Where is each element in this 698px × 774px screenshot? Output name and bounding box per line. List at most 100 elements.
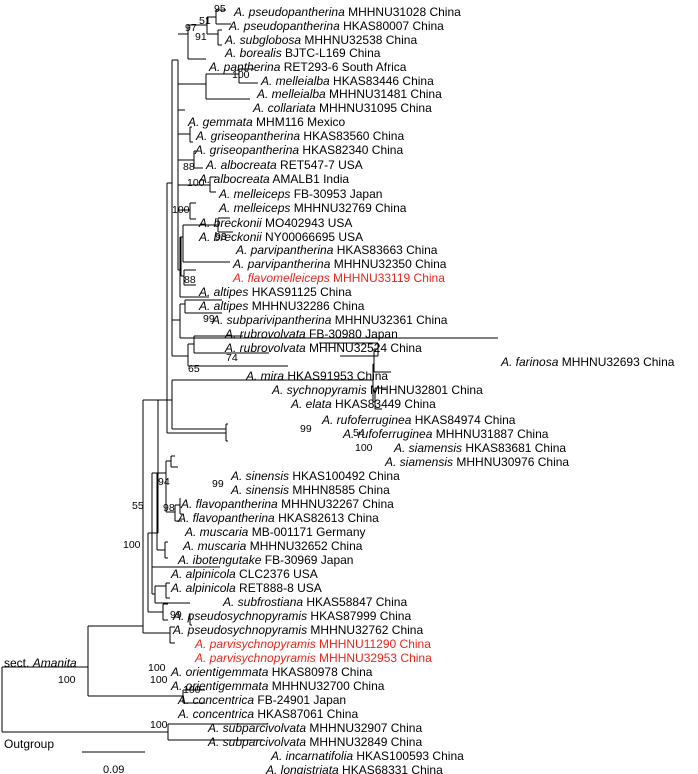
- tip-genus: A.: [172, 609, 188, 623]
- tip-voucher: MHHNU31481 China: [326, 87, 442, 101]
- branch: [154, 585, 190, 604]
- bootstrap-value: 100: [172, 204, 190, 216]
- tip-genus: A.: [230, 469, 246, 483]
- tip-label: A. melleialba HKAS83446 China: [260, 74, 434, 88]
- tip-voucher: MHHN8585 China: [289, 483, 390, 497]
- tip-species: flavopantherina: [193, 511, 275, 525]
- tip-voucher: MHHNU31028 China: [345, 5, 461, 19]
- tip-species: rufoferruginea: [358, 427, 433, 441]
- tip-genus: A.: [228, 19, 244, 33]
- tip-voucher: HKAS100492 China: [289, 469, 400, 483]
- branch: [217, 217, 233, 233]
- tip-label: A. sinensis HKAS100492 China: [230, 469, 400, 483]
- tip-voucher: MHHNU32693 China: [558, 355, 674, 369]
- tip-label: A. breckonii NY00066695 USA: [198, 230, 363, 244]
- bootstrap-value: 100: [187, 177, 205, 189]
- tip-genus: A.: [184, 525, 200, 539]
- tip-label: A. pseudopantherina MHHNU31028 China: [233, 5, 461, 19]
- tip-voucher: MHM116 Mexico: [253, 115, 346, 129]
- tip-label: A. orientigemmata HKAS80978 China: [170, 665, 373, 679]
- bootstrap-value: 100: [150, 674, 168, 686]
- tip-genus: A.: [194, 651, 210, 665]
- branch: [172, 303, 498, 339]
- tip-label: A. pseudopantherina HKAS80007 China: [228, 19, 444, 33]
- tip-voucher: HKAS80007 China: [340, 19, 444, 33]
- tip-label: A. parvipantherina MHHNU32350 China: [232, 257, 447, 271]
- tip-genus: A.: [233, 5, 249, 19]
- tip-label: A. ibotengutake FB-30969 Japan: [177, 553, 353, 567]
- tip-voucher: FB-30980 Japan: [306, 327, 398, 341]
- tip-genus: A.: [230, 483, 246, 497]
- branch: [187, 343, 288, 367]
- tip-label: A. collariata MHHNU31095 China: [252, 101, 432, 115]
- tip-genus: A.: [224, 46, 240, 60]
- tip-label: A. rubrovolvata MHHNU32524 China: [224, 341, 422, 355]
- branch: [166, 399, 226, 434]
- branch: [178, 126, 193, 143]
- tip-label: A. flavopantherina MHHNU32267 China: [180, 497, 394, 511]
- tip-voucher: MHHNU32953 China: [316, 651, 432, 665]
- bootstrap-value: 100: [183, 684, 201, 696]
- branch: [178, 73, 250, 100]
- tip-label: A. alpinicola CLC2376 USA: [170, 567, 318, 581]
- tip-species: breckonii: [214, 216, 262, 230]
- tip-genus: A.: [252, 101, 268, 115]
- tip-species: pseudosychnopyramis: [187, 609, 307, 623]
- tip-voucher: MHHNU30976 China: [453, 455, 569, 469]
- tip-voucher: HKAS84974 China: [411, 413, 515, 427]
- outgroup-label: Outgroup: [4, 737, 54, 751]
- tip-genus: A.: [195, 129, 211, 143]
- tip-genus: A.: [235, 243, 251, 257]
- tip-label: A. concentrica HKAS87061 China: [177, 707, 358, 721]
- tip-label: A. subglobosa MHHNU32538 China: [224, 33, 417, 47]
- tip-genus: A.: [232, 257, 248, 271]
- branch: [143, 626, 175, 644]
- tip-species: subfrostiana: [238, 595, 304, 609]
- tip-label: A. elata HKAS83449 China: [290, 397, 436, 411]
- bootstrap-value: 74: [226, 352, 238, 364]
- tip-voucher: HKAS83449 China: [332, 397, 436, 411]
- bootstrap-value: 54: [353, 427, 365, 439]
- branch: [164, 541, 168, 559]
- tip-voucher: HKAS83446 China: [330, 74, 434, 88]
- tip-genus: A.: [170, 679, 186, 693]
- bootstrap-value: 99: [170, 609, 182, 621]
- tip-label: A. longistriata HKAS68331 China: [265, 763, 443, 774]
- tip-genus: A.: [270, 749, 286, 763]
- tip-species: albocreata: [221, 158, 277, 172]
- branch: [373, 348, 391, 373]
- tip-species: melleiceps: [234, 187, 291, 201]
- tip-species: albocreata: [214, 172, 270, 186]
- tip-voucher: MHHNU32286 China: [248, 299, 364, 313]
- tip-voucher: RET547-7 USA: [277, 158, 363, 172]
- tip-species: elata: [306, 397, 332, 411]
- tip-genus: A.: [224, 341, 240, 355]
- tip-label: A. sinensis MHHN8585 China: [230, 483, 390, 497]
- tip-voucher: MHHNU32361 China: [331, 313, 447, 327]
- tip-species: orientigemmata: [186, 679, 269, 693]
- branch: [174, 504, 182, 522]
- tip-species: rubrovolvata: [240, 341, 306, 355]
- tip-voucher: RET888-8 USA: [236, 581, 322, 595]
- tip-label: A. albocreata RET547-7 USA: [205, 158, 363, 172]
- tip-genus: A.: [256, 87, 272, 101]
- tip-label: A. incarnatifolia HKAS100593 China: [270, 749, 464, 763]
- tip-label: A. albocreata AMALB1 India: [198, 172, 349, 186]
- branch: [167, 723, 268, 741]
- tip-voucher: FB-30953 Japan: [290, 187, 382, 201]
- branch: [215, 9, 231, 25]
- tip-voucher: MB-001171 Germany: [248, 525, 365, 539]
- tip-label: A. subparivipantherina MHHNU32361 China: [211, 313, 448, 327]
- tip-species: pseudosychnopyramis: [187, 623, 307, 637]
- bootstrap-value: 93: [215, 231, 227, 243]
- tip-voucher: MHHNU32652 China: [246, 539, 362, 553]
- tip-species: siamensis: [409, 441, 462, 455]
- tip-label: A. alpinicola RET888-8 USA: [170, 581, 322, 595]
- tip-voucher: MHHNU32700 China: [268, 679, 384, 693]
- tip-genus: A.: [177, 511, 193, 525]
- tip-voucher: MHHNU32762 China: [307, 623, 423, 637]
- bootstrap-value: 65: [188, 363, 200, 375]
- tip-genus: A.: [172, 623, 188, 637]
- branch: [182, 224, 230, 263]
- tip-voucher: MHHNU32538 China: [301, 33, 417, 47]
